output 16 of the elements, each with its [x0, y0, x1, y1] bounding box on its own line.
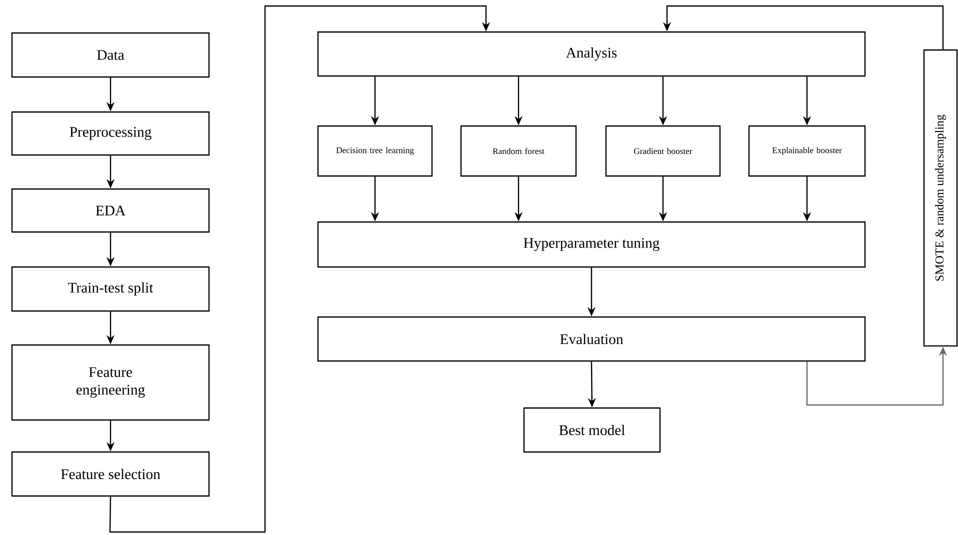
process-box: Gradient booster — [605, 125, 721, 177]
process-box: Random forest — [460, 125, 577, 177]
process-box: Decision tree learning — [317, 125, 433, 177]
process-box: Explainable booster — [748, 125, 866, 177]
process-box: Train-test split — [11, 266, 210, 312]
process-box: EDA — [11, 188, 210, 233]
arrow — [109, 5, 490, 533]
process-box: Data — [11, 32, 210, 78]
process-box: Best model — [523, 407, 661, 453]
process-box: Evaluation — [317, 316, 866, 362]
process-box: Feature selection — [11, 451, 210, 497]
process-box: Feature engineering — [11, 344, 210, 421]
process-box: SMOTE & random undersampling — [923, 49, 958, 347]
process-box: Analysis — [317, 31, 866, 77]
process-box: Preprocessing — [11, 111, 210, 156]
process-box: Hyperparameter tuning — [317, 221, 866, 268]
